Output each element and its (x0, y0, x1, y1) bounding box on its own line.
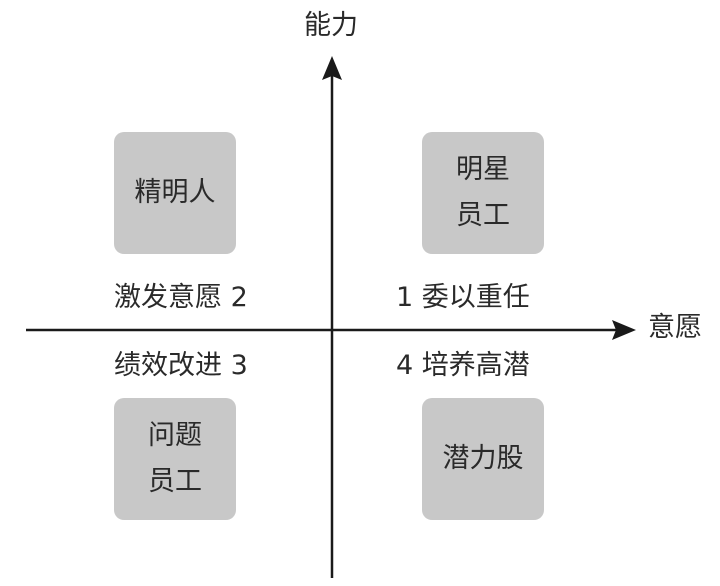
quadrant-label-top-left: 激发意愿 2 (114, 282, 248, 313)
quadrant-box-bottom-right: 潜力股 (422, 398, 544, 520)
y-axis-label: 能力 (304, 10, 358, 41)
quadrant-label-bottom-right: 4 培养高潜 (396, 350, 530, 381)
y-axis-arrow-icon (322, 56, 342, 80)
quadrant-box-bottom-left: 问题 员工 (114, 398, 236, 520)
quadrant-box-top-right: 明星 员工 (422, 132, 544, 254)
box-text-bottom-right: 潜力股 (442, 443, 524, 474)
box-text-top-right: 明星 员工 (456, 154, 510, 231)
x-axis-label: 意愿 (648, 312, 702, 343)
x-axis-arrow-icon (612, 320, 636, 340)
box-text-top-left: 精明人 (134, 177, 216, 208)
quadrant-box-top-left: 精明人 (114, 132, 236, 254)
quadrant-label-bottom-left: 绩效改进 3 (114, 350, 248, 381)
quadrant-label-top-right: 1 委以重任 (396, 282, 530, 313)
box-text-bottom-left: 问题 员工 (148, 420, 202, 497)
